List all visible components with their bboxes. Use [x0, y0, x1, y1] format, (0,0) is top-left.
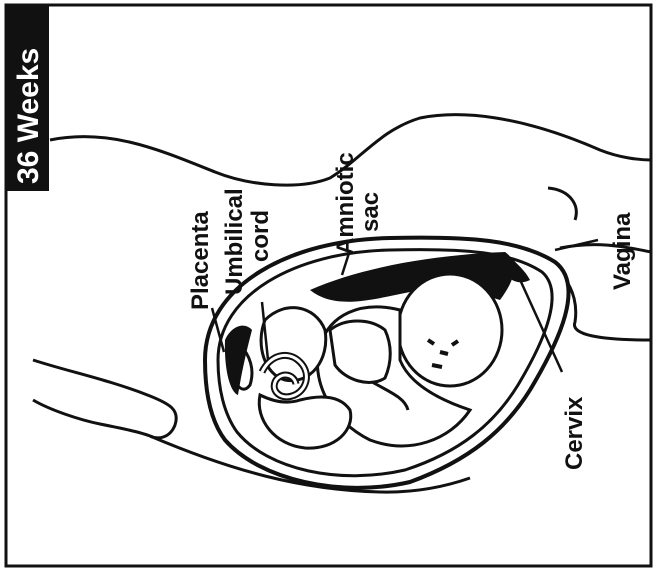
fetus-head	[398, 274, 502, 386]
vagina-label: Vagina	[609, 212, 636, 290]
cervix-label: Cervix	[561, 396, 588, 470]
placenta-label: Placenta	[187, 211, 214, 310]
spine-curve	[548, 188, 576, 220]
umbilical-cord-label-line2: cord	[247, 210, 274, 262]
amniotic-sac-label-line2: sac	[357, 192, 384, 232]
fetus-leg-upper	[261, 308, 326, 381]
title-text: 36 Weeks	[12, 48, 45, 184]
breast-outline	[33, 360, 176, 438]
umbilical-cord-label-line1: Umbilical	[221, 188, 248, 295]
amniotic-sac-label-line1: Amniotic	[332, 152, 359, 255]
